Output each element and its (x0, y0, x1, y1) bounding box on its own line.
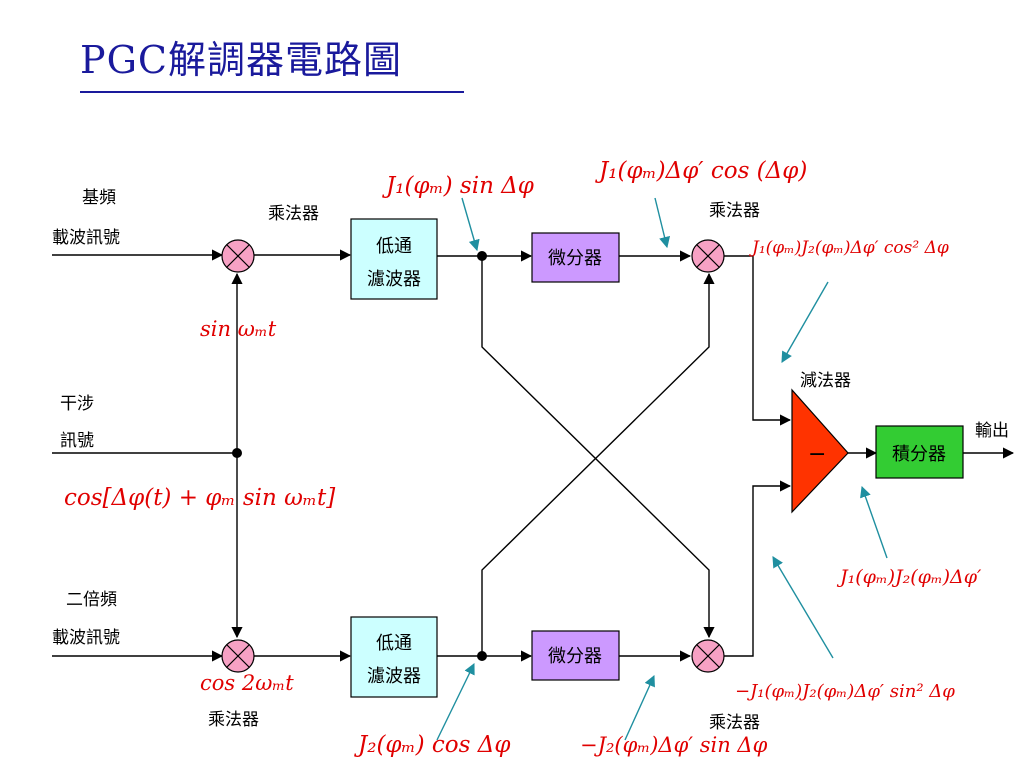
lowpass-filter-bottom: 低通 濾波器 (350, 616, 438, 698)
multiplier-label-top-left: 乘法器 (268, 204, 319, 224)
pointer-arrows (436, 197, 888, 741)
eq-interference-signal: cos[Δφ(t) + φₘ sin ωₘt] (64, 485, 335, 511)
eq-cos-2wm-t: cos 2ωₘt (200, 671, 294, 695)
second-harmonic-label-1: 二倍頻 (66, 590, 117, 610)
multiplier-label-bottom-left: 乘法器 (208, 710, 259, 730)
lowpass-filter-top: 低通 濾波器 (350, 218, 438, 300)
second-harmonic-label-2: 載波訊號 (52, 628, 120, 648)
eq-product-top: J₁(φₘ)J₂(φₘ)Δφ′ cos² Δφ (749, 238, 949, 258)
eq-j2-cos: J₂(φₘ) cos Δφ (354, 732, 511, 758)
multiplier-top-right (691, 239, 725, 273)
title-underline (80, 91, 464, 93)
multiplier-label-top-right: 乘法器 (709, 201, 760, 221)
eq-product-bottom: −J₁(φₘ)J₂(φₘ)Δφ′ sin² Δφ (735, 681, 955, 702)
multiplier-label-bottom-right: 乘法器 (709, 713, 760, 733)
multiplier-bottom-right (691, 639, 725, 673)
lowpass-top-line2: 濾波器 (367, 269, 421, 290)
differentiator-bottom-label: 微分器 (548, 646, 602, 667)
differentiator-top-label: 微分器 (548, 248, 602, 269)
junction-dot-bottom (477, 651, 487, 661)
eq-j1-diff: J₁(φₘ)Δφ′ cos (Δφ) (595, 158, 807, 184)
junction-dot-interference (232, 448, 242, 458)
lowpass-bottom-line2: 濾波器 (367, 666, 421, 687)
differentiator-top: 微分器 (531, 232, 620, 283)
subtractor: − (791, 388, 849, 514)
output-label: 輸出 (975, 421, 1009, 441)
eq-j2-diff: −J₂(φₘ)Δφ′ sin Δφ (580, 733, 768, 757)
multiplier-top-left (221, 239, 255, 273)
baseband-label-2: 載波訊號 (52, 228, 120, 248)
wires (52, 249, 1015, 662)
junction-dot-top (477, 251, 487, 261)
eq-j1-sin: J₁(φₘ) sin Δφ (382, 173, 535, 199)
multiplier-bottom-left (221, 639, 255, 673)
differentiator-bottom: 微分器 (531, 630, 620, 681)
baseband-label-1: 基頻 (82, 188, 116, 208)
subtractor-minus: − (808, 442, 826, 467)
integrator-label: 積分器 (892, 444, 946, 465)
eq-subtract-result: J₁(φₘ)J₂(φₘ)Δφ′ (836, 566, 982, 588)
interference-label-2: 訊號 (60, 431, 94, 451)
integrator: 積分器 (875, 425, 964, 479)
subtractor-label: 減法器 (800, 371, 851, 391)
interference-label-1: 干涉 (60, 394, 94, 414)
page-title: PGC解調器電路圖 (80, 38, 402, 82)
lowpass-top-line1: 低通 (376, 236, 412, 257)
lowpass-bottom-line1: 低通 (376, 633, 412, 654)
eq-sin-wm-t: sin ωₘt (200, 317, 277, 341)
